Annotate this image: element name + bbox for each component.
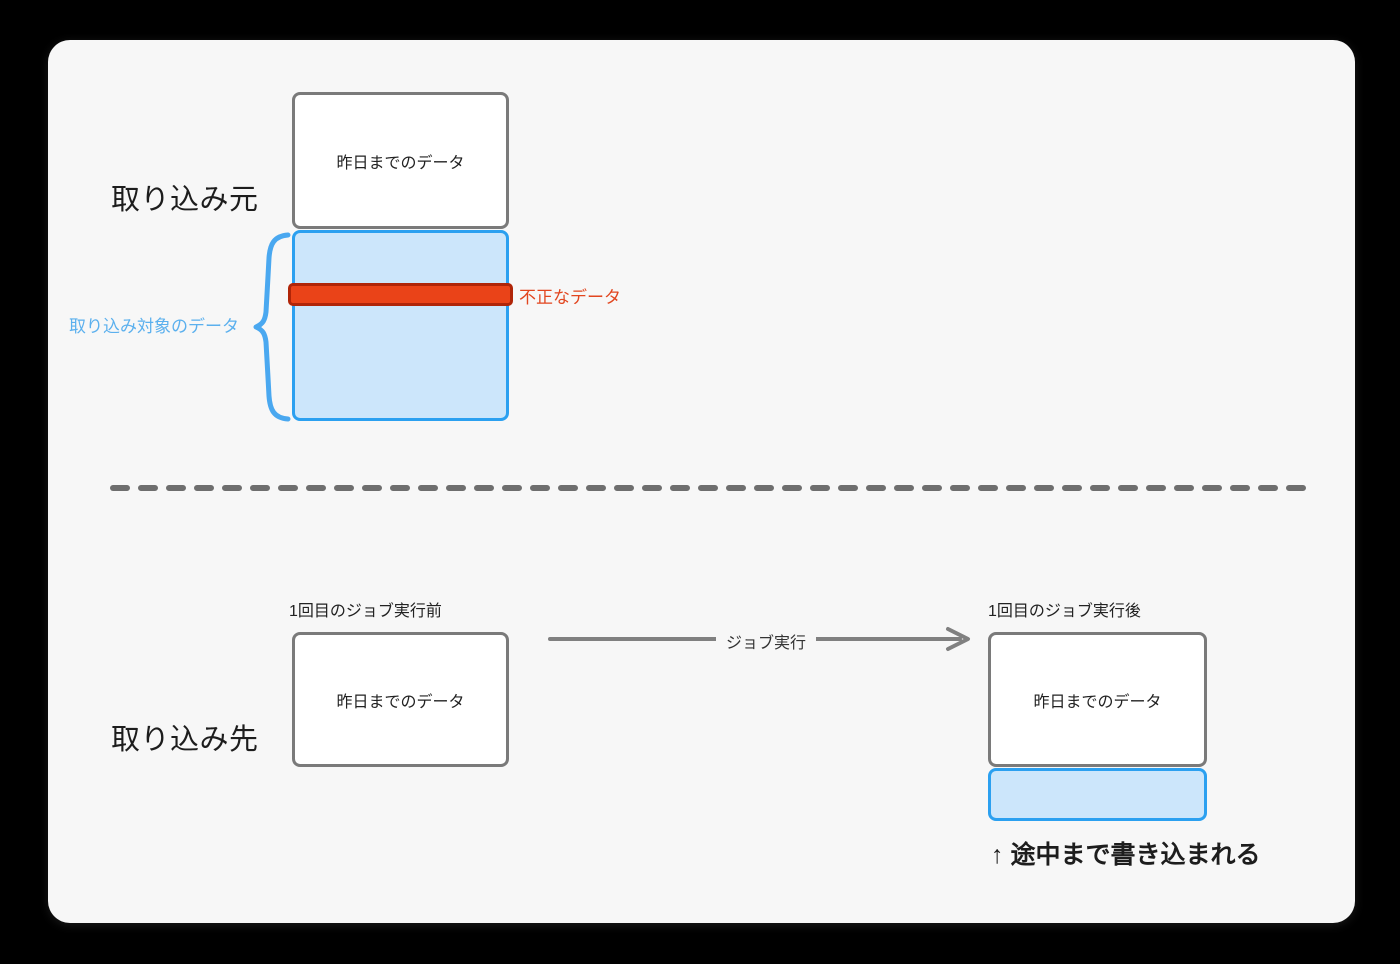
invalid-data-band xyxy=(288,283,513,306)
source-scope-bracket xyxy=(252,230,298,425)
source-existing-data-box: 昨日までのデータ xyxy=(292,92,509,229)
diagram-card: 取り込み元 昨日までのデータ 不正なデータ 取り込み対象のデータ 取り込 xyxy=(48,40,1355,923)
section-title-source: 取り込み元 xyxy=(111,184,259,216)
invalid-data-label: 不正なデータ xyxy=(519,288,621,307)
target-before-box-label: 昨日までのデータ xyxy=(336,693,465,711)
source-existing-data-label: 昨日までのデータ xyxy=(336,154,465,172)
target-after-partial-box xyxy=(988,768,1207,821)
target-after-caption: 1回目のジョブ実行後 xyxy=(988,603,1141,620)
target-after-box-label: 昨日までのデータ xyxy=(1033,693,1162,711)
source-scope-label: 取り込み対象のデータ xyxy=(69,317,239,336)
target-footnote: ↑ 途中まで書き込まれる xyxy=(991,841,1261,869)
curly-brace-icon xyxy=(253,232,291,422)
section-divider xyxy=(110,484,1320,492)
target-before-box: 昨日までのデータ xyxy=(292,632,509,767)
target-before-caption: 1回目のジョブ実行前 xyxy=(289,603,442,620)
dashed-line-icon xyxy=(110,485,1320,491)
section-title-target: 取り込み先 xyxy=(111,724,259,756)
source-incoming-data-box xyxy=(292,230,509,421)
job-execution-arrow-label: ジョブ実行 xyxy=(716,629,817,653)
target-after-box: 昨日までのデータ xyxy=(988,632,1207,767)
